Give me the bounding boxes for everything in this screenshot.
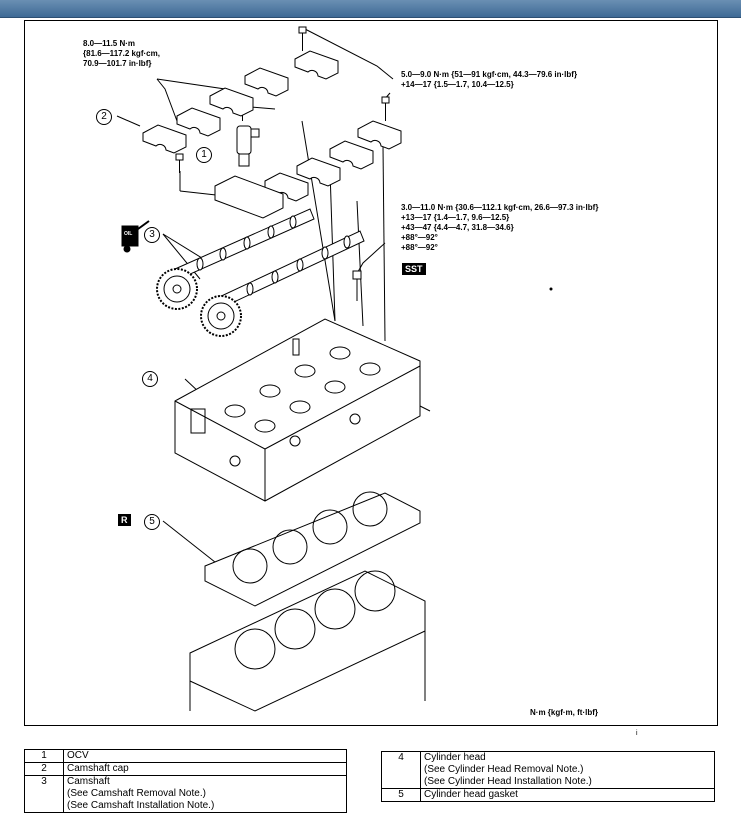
- diagram-drawing: [116, 26, 553, 712]
- torque-line: 3.0—11.0 N·m {30.6—112.1 kgf·cm, 26.6—97…: [401, 203, 599, 212]
- camshaft-caps: [142, 50, 402, 202]
- corner-mark: i: [636, 730, 638, 737]
- part-note: (See Camshaft Removal Note.): [67, 788, 206, 799]
- callout-3: 3: [144, 227, 160, 243]
- torque-spec-ocv: 8.0—11.5 N·m {81.6—117.2 kgf·cm, 70.9—10…: [83, 39, 160, 69]
- callout-2: 2: [96, 109, 112, 125]
- cylinder-head: [174, 318, 431, 502]
- torque-line: +88°—92°: [401, 243, 438, 252]
- sst-label: SST: [402, 263, 426, 275]
- torque-line: +13—17 {1.4—1.7, 9.6—12.5}: [401, 213, 510, 222]
- ocv-valve: [236, 125, 260, 167]
- oil-label: OIL: [123, 231, 134, 237]
- part-number: 4: [381, 751, 421, 789]
- torque-spec-head: 3.0—11.0 N·m {30.6—112.1 kgf·cm, 26.6—97…: [401, 203, 598, 253]
- table-row: 1 OCV: [24, 749, 347, 763]
- part-name: Cylinder head (See Cylinder Head Removal…: [420, 751, 715, 789]
- part-number: 3: [24, 775, 64, 813]
- table-row: 4 Cylinder head (See Cylinder Head Remov…: [381, 751, 715, 789]
- callout-4: 4: [142, 371, 158, 387]
- torque-line: 70.9—101.7 in·lbf}: [83, 59, 152, 68]
- table-row: 5 Cylinder head gasket: [381, 788, 715, 802]
- part-number: 1: [24, 749, 64, 763]
- callout-5: 5: [144, 514, 160, 530]
- part-name: OCV: [63, 749, 347, 763]
- torque-line: 5.0—9.0 N·m {51—91 kgf·cm, 44.3—79.6 in·…: [401, 70, 578, 79]
- torque-line: +14—17 {1.5—1.7, 10.4—12.5}: [401, 80, 514, 89]
- part-name-text: Camshaft cap: [67, 763, 129, 774]
- parts-table-left: 1 OCV 2 Camshaft cap 3 Camshaft (See Cam…: [24, 749, 347, 813]
- table-row: 2 Camshaft cap: [24, 762, 347, 776]
- dot-mark: [549, 287, 553, 291]
- part-name-text: Cylinder head: [424, 752, 486, 763]
- part-name: Cylinder head gasket: [420, 788, 715, 802]
- table-row: 3 Camshaft (See Camshaft Removal Note.) …: [24, 775, 347, 813]
- part-note: (See Camshaft Installation Note.): [67, 800, 215, 811]
- torque-line: 8.0—11.5 N·m: [83, 39, 136, 48]
- part-name-text: Cylinder head gasket: [424, 789, 518, 800]
- exploded-view-diagram: 8.0—11.5 N·m {81.6—117.2 kgf·cm, 70.9—10…: [24, 20, 718, 726]
- torque-spec-cap: 5.0—9.0 N·m {51—91 kgf·cm, 44.3—79.6 in·…: [401, 70, 577, 90]
- part-name-text: Camshaft: [67, 776, 110, 787]
- torque-line: +88°—92°: [401, 233, 438, 242]
- part-name-text: OCV: [67, 750, 89, 761]
- part-note: (See Cylinder Head Removal Note.): [424, 764, 584, 775]
- header-bar: [0, 0, 741, 18]
- part-note: (See Cylinder Head Installation Note.): [424, 776, 592, 787]
- part-name: Camshaft (See Camshaft Removal Note.) (S…: [63, 775, 347, 813]
- part-number: 5: [381, 788, 421, 802]
- parts-table-right: 4 Cylinder head (See Cylinder Head Remov…: [381, 751, 715, 802]
- cylinder-block: [189, 570, 426, 712]
- part-name: Camshaft cap: [63, 762, 347, 776]
- cylinder-head-gasket: [204, 491, 421, 607]
- replace-label: R: [118, 514, 131, 526]
- torque-line: +43—47 {4.4—4.7, 31.8—34.6}: [401, 223, 514, 232]
- units-legend: N·m {kgf·m, ft·lbf}: [530, 708, 598, 717]
- camshafts: [156, 208, 365, 337]
- front-cap: [214, 175, 284, 219]
- torque-line: {81.6—117.2 kgf·cm,: [83, 49, 160, 58]
- callout-1: 1: [196, 147, 212, 163]
- part-number: 2: [24, 762, 64, 776]
